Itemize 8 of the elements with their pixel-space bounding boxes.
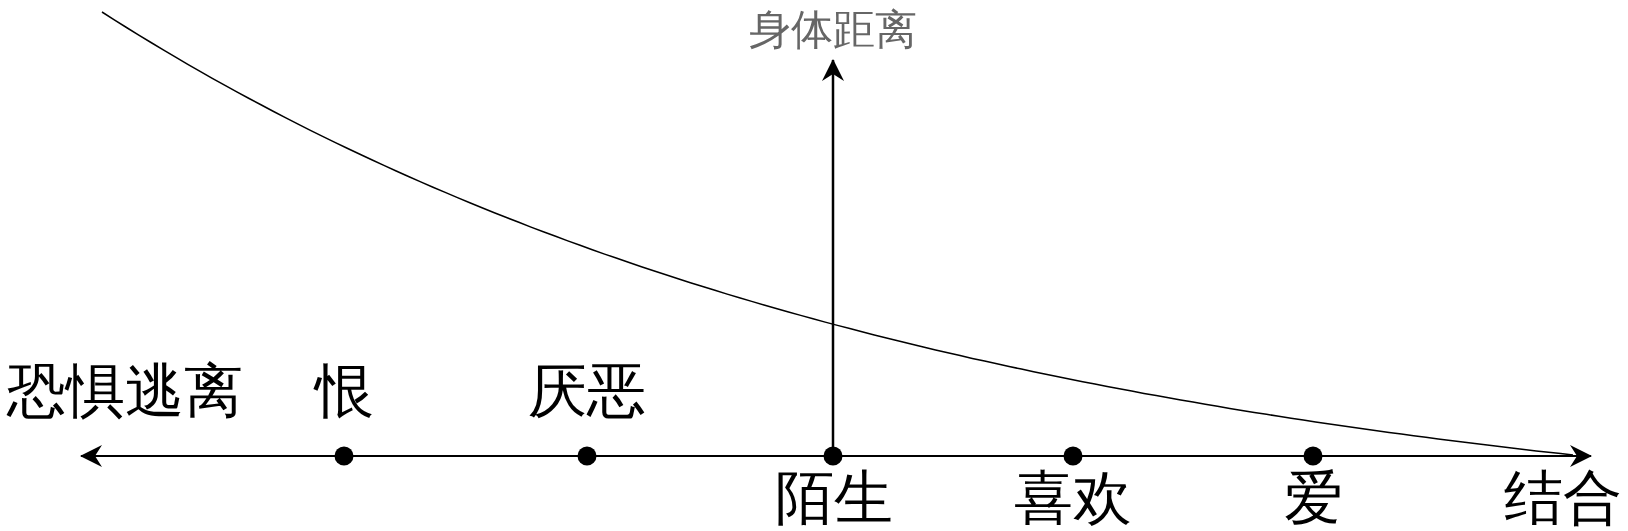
point-label: 陌生 xyxy=(775,468,893,527)
axis-title: 身体距离 xyxy=(749,9,917,51)
point-label: 厌恶 xyxy=(528,361,646,420)
axis-end-label: 恐惧逃离 xyxy=(7,361,243,420)
point-label: 恨 xyxy=(314,361,374,420)
point-label: 喜欢 xyxy=(1014,468,1132,527)
point-label: 爱 xyxy=(1283,468,1343,527)
axis-end-label: 结合 xyxy=(1504,468,1622,527)
